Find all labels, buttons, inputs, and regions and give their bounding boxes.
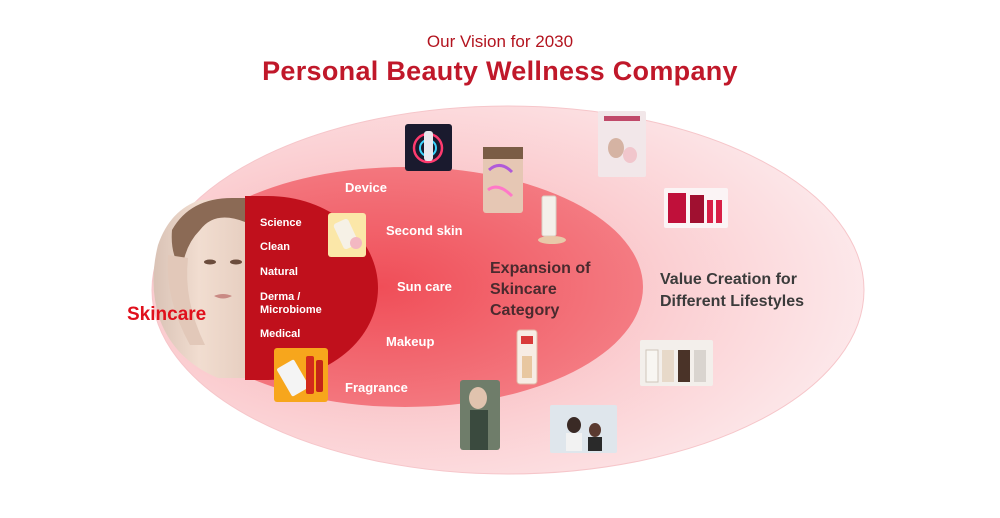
category-second-skin: Second skin (386, 223, 463, 238)
fragrance-person-photo (460, 380, 500, 450)
serum-bottle-photo (516, 329, 538, 385)
category-sun-care: Sun care (397, 279, 452, 294)
page-title: Personal Beauty Wellness Company (262, 56, 738, 86)
face-eye-right (230, 259, 242, 265)
expansion-label: Expansion of Skincare Category (490, 260, 591, 319)
core-item-natural: Natural (260, 266, 298, 278)
face-hand (167, 255, 205, 345)
supplements-photo (664, 188, 728, 228)
foundation-bottle-photo (538, 195, 566, 244)
bottles-lineup-photo (640, 340, 713, 386)
face-eye-left (204, 259, 216, 265)
face-hair (171, 198, 245, 270)
face-lips (214, 294, 232, 299)
makeup-face-photo (483, 147, 523, 213)
core-item-medical: Medical (260, 328, 301, 340)
category-device: Device (345, 180, 387, 195)
category-makeup: Makeup (386, 334, 435, 349)
core-item-clean: Clean (260, 241, 290, 253)
value-creation-label: Value Creation for Different Lifestyles (660, 271, 805, 310)
magazine-photo (598, 111, 646, 177)
core-skincare-band (245, 196, 269, 380)
vision-subtitle: Our Vision for 2030 (426, 32, 574, 51)
core-item-science: Science (260, 217, 302, 229)
device-photo (405, 124, 452, 171)
core-item-derma: Derma / Microbiome (260, 291, 322, 316)
salon-photo (550, 405, 617, 453)
second-skin-photo (328, 213, 366, 257)
skincare-products-photo (274, 348, 328, 402)
skincare-label: Skincare (127, 304, 207, 325)
category-fragrance: Fragrance (345, 380, 408, 395)
